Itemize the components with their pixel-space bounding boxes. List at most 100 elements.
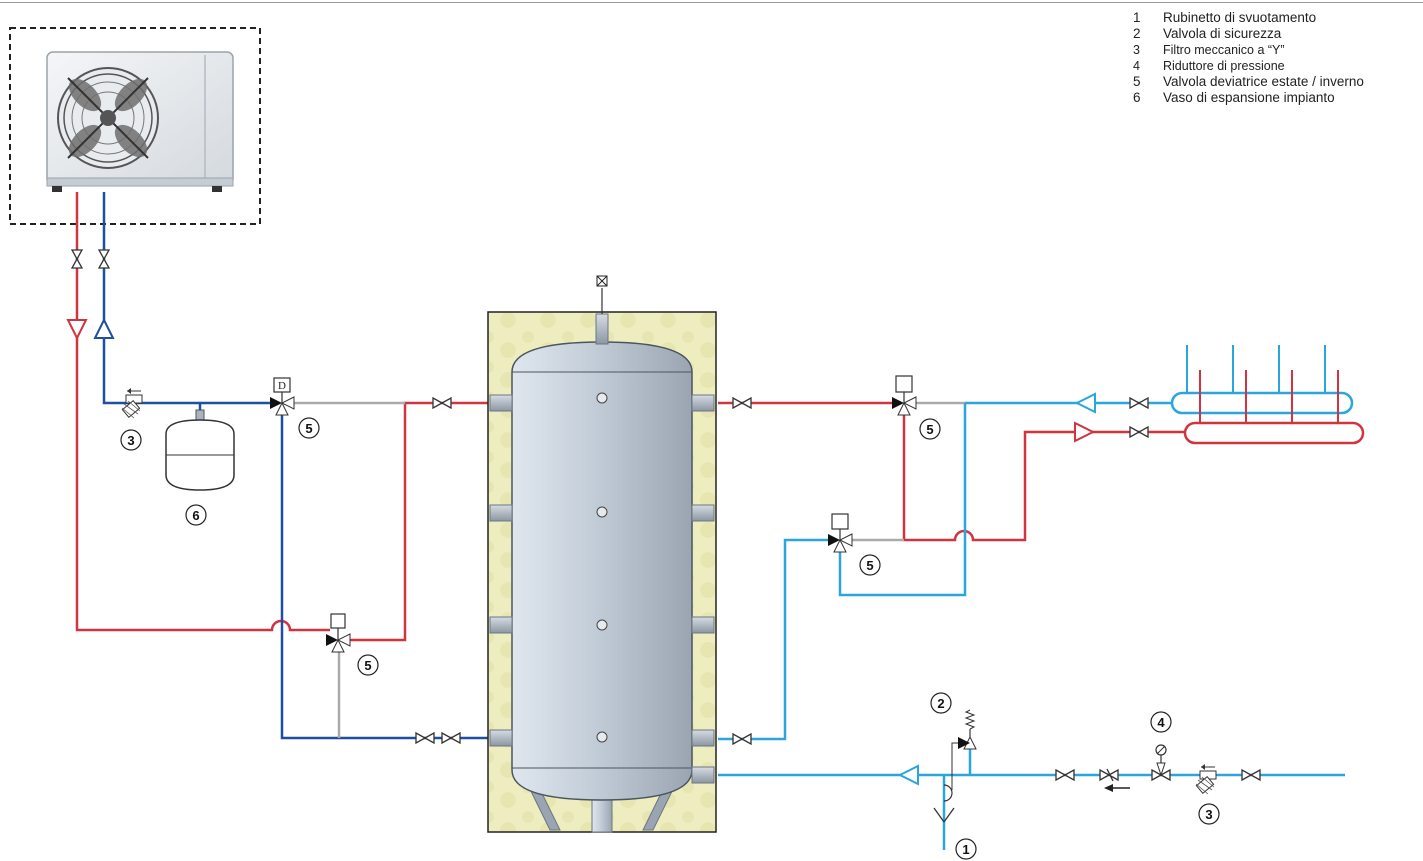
drain-tap-icon [933,784,955,823]
legend-item: 2 Valvola di sicurezza [1130,26,1364,42]
callout-5-circle [298,417,320,439]
flow-direction-markers [66,317,1096,786]
pressure-reducer-icon [1151,744,1171,782]
shutoff-valve-icon [732,396,752,410]
tank-connections [489,394,715,784]
unit-foot [52,186,62,192]
shutoff-valve-icon [432,396,452,410]
y-filter-icon [1195,764,1217,795]
callout-5-circle [357,654,379,676]
fan-icon [57,67,159,169]
expansion-vessel-icon [165,409,235,491]
callout-1-circle [955,838,977,860]
legend-text: Valvola deviatrice estate / inverno [1163,74,1364,89]
tank-body [511,341,693,801]
legend-number: 1 [1133,10,1141,25]
unit-base [46,177,234,187]
pipe-hot-supply [75,192,330,632]
sensor-well [596,506,608,518]
return-branches [1186,345,1326,393]
callouts [120,417,1220,860]
supply-manifold [1183,421,1365,445]
shutoff-valve-icon [97,249,111,269]
diverter-valve-middle-right [828,513,853,553]
pipes-plant-side [718,401,1345,850]
legend-item: 6 Vaso di espansione impianto [1130,90,1364,106]
callout-3-label: 3 [1205,807,1212,822]
callout-4-label: 4 [1157,715,1165,730]
legend: 1 Rubinetto di svuotamento 2 Valvola di si… [1130,10,1364,106]
legend-text: Vaso di espansione impianto [1163,90,1335,105]
flow-arrow-icon [1104,784,1130,792]
shutoff-valve-icon [1129,425,1149,439]
safety-valve-icon [951,709,977,790]
legend-item: 1 Rubinetto di svuotamento [1130,10,1364,26]
shutoff-valve-icon [1055,768,1075,782]
legend-text: Rubinetto di svuotamento [1163,10,1317,25]
distribution-manifolds [1170,345,1365,445]
legend-number: 2 [1133,26,1141,41]
supply-branches [1199,370,1339,423]
flow-arrow-icon [66,319,88,341]
callout-3-label: 3 [127,433,134,448]
shutoff-valves [70,249,1261,782]
shutoff-valve-icon [70,249,84,269]
callout-2-circle [930,692,952,714]
callout-5-label: 5 [364,658,371,673]
legend-item: 3 Filtro meccanico a “Y” [1130,42,1364,58]
callout-4-circle [1150,711,1172,733]
air-vent-icon [596,275,608,287]
legend-number: 3 [1133,43,1140,57]
callout-3-circle [120,429,142,451]
pipe-tank-cold-out [718,538,830,741]
callout-6-label: 6 [192,508,199,523]
heat-pump-outdoor-unit [9,27,261,225]
pipe-return-loop [838,403,967,597]
callout-5-circle [859,554,881,576]
actuator-icon [330,613,346,629]
actuator-icon [831,513,849,530]
pipe-hot-to-tank [348,401,492,642]
callout-1-label: 1 [962,842,969,857]
legend-item: 5 Valvola deviatrice estate / inverno [1130,74,1364,90]
diverter-valve-top-left: D [270,377,295,416]
legend-text: Filtro meccanico a “Y” [1163,43,1285,57]
shutoff-valve-icon [415,731,435,745]
callout-2-label: 2 [937,696,944,711]
legend-text: Valvola di sicurezza [1163,26,1282,41]
sensor-well [596,731,608,743]
sensor-well [596,619,608,631]
callout-5-label: 5 [926,422,933,437]
shutoff-valve-icon [1129,396,1149,410]
callout-5-circle [919,418,941,440]
check-valve-icon [1099,768,1119,782]
pipe-cold-from-tank [280,412,492,740]
legend-number: 6 [1133,90,1141,105]
flow-arrow-icon [93,317,115,339]
actuator-d-label: D [278,380,286,392]
sensor-well [596,392,608,404]
callout-6-circle [185,504,207,526]
return-manifold [1170,391,1354,415]
shutoff-valve-icon [1241,768,1261,782]
legend-text: Riduttore di pressione [1163,59,1285,73]
callout-5-label: 5 [866,558,873,573]
storage-tank [487,275,717,833]
tank-top-stub [595,313,609,345]
flow-arrow-icon [1074,392,1096,414]
diverter-valve-bottom-left [326,613,351,653]
actuator-icon [895,375,913,393]
flow-arrow-icon [1074,421,1096,443]
flow-arrow-icon [897,764,919,786]
outdoor-boundary [9,27,261,225]
unit-foot [212,186,222,192]
y-filter-icon [121,388,143,419]
shutoff-valve-icon [441,731,461,745]
callout-3-circle [1198,803,1220,825]
callout-5-label: 5 [305,421,312,436]
legend-item: 4 Riduttore di pressione [1130,58,1364,74]
legend-number: 5 [1133,74,1141,89]
legend-number: 4 [1133,59,1140,73]
diverter-valve-top-right [892,375,917,416]
